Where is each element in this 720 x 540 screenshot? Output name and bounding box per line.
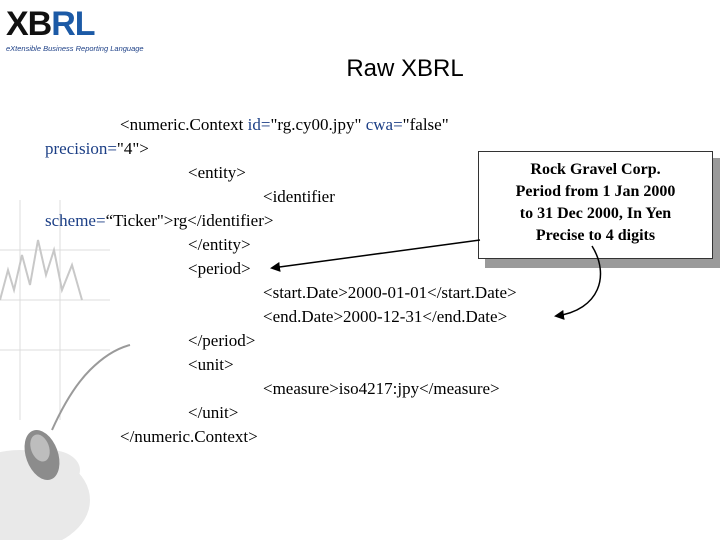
logo-wordmark-accent: RL [51,5,95,43]
callout-line: Period from 1 Jan 2000 [515,183,676,200]
callout-line: to 31 Dec 2000, In Yen [519,205,672,222]
code-line-6: </entity> [188,235,251,254]
code-tag: <numeric.Context [120,115,248,134]
code-line-14: </numeric.Context> [120,427,258,446]
code-line-9: <end.Date>2000-12-31</end.Date> [263,307,508,326]
code-line-2: precision="4"> [45,139,149,159]
logo-wordmark: XBRL [6,5,96,43]
code-attribute: scheme= [45,211,106,230]
code-value: "false" [402,115,449,134]
logo-tagline: eXtensible Business Reporting Language [6,44,144,53]
code-attribute: cwa= [365,115,403,134]
code-line-11: <unit> [188,355,234,374]
code-value: "rg.cy00.jpy" [270,115,366,134]
code-line-5: scheme=“Ticker">rg</identifier> [45,211,273,231]
callout-line: Rock Gravel Corp. [530,161,661,178]
slide-title: Raw XBRL [346,55,464,82]
code-line-10: </period> [188,331,256,350]
callout-box: Rock Gravel Corp. Period from 1 Jan 2000… [478,151,713,259]
code-value: “Ticker">rg</identifier> [105,211,274,230]
code-value: "4"> [116,139,149,158]
code-line-13: </unit> [188,403,239,422]
code-line-1: <numeric.Context id="rg.cy00.jpy" cwa="f… [120,115,449,135]
code-attribute: precision= [45,139,117,158]
xbrl-logo: XBRL eXtensible Business Reporting Langu… [6,5,144,58]
code-line-12: <measure>iso4217:jpy</measure> [263,379,500,398]
mouse-icon [24,344,131,481]
logo-wordmark-main: XB [6,5,52,43]
code-attribute: id= [247,115,271,134]
code-line-4: <identifier [263,187,335,206]
code-line-3: <entity> [188,163,246,182]
code-line-8: <start.Date>2000-01-01</start.Date> [263,283,517,302]
code-line-7: <period> [188,259,251,278]
callout-line: Precise to 4 digits [535,227,656,244]
